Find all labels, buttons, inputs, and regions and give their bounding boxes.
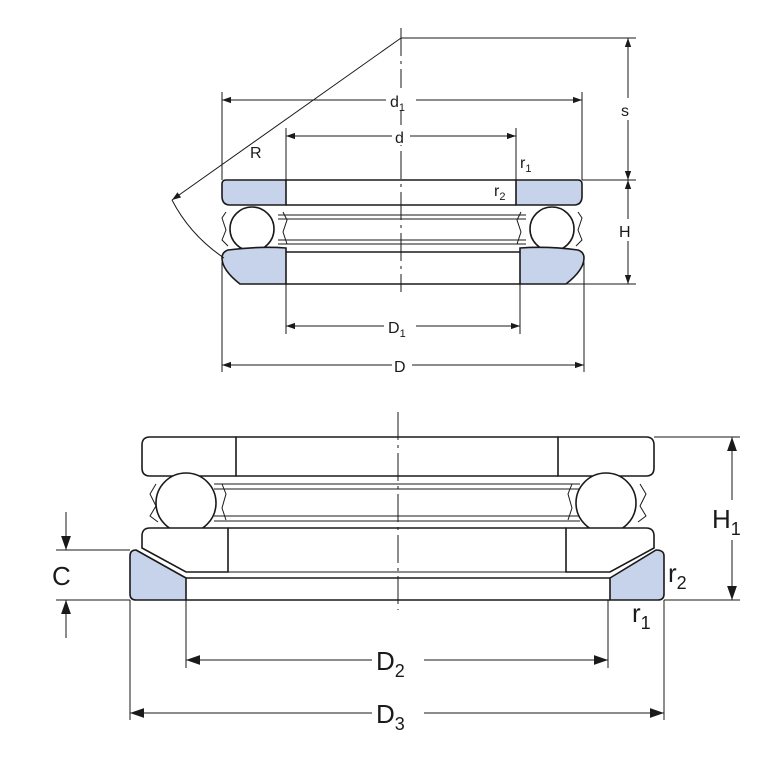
bottom-bearing-view: C H1 r2 r1 D2 D3 bbox=[52, 412, 756, 736]
bottom-ball-right bbox=[575, 472, 637, 534]
label-D: D bbox=[394, 359, 406, 376]
label-s: s bbox=[621, 103, 629, 120]
bottom-housing-washer bbox=[141, 527, 655, 573]
top-shaft-washer bbox=[221, 179, 583, 206]
label-r2-top: r2 bbox=[494, 183, 505, 203]
R-arc bbox=[171, 199, 225, 259]
top-housing-washer bbox=[221, 246, 585, 285]
top-ball-left bbox=[229, 206, 275, 252]
bottom-seating-ring bbox=[129, 549, 665, 601]
label-D3: D3 bbox=[376, 699, 405, 734]
label-r1-bottom: r1 bbox=[632, 598, 651, 633]
label-C: C bbox=[52, 561, 71, 591]
R-radius-line bbox=[171, 37, 402, 201]
bottom-shaft-washer bbox=[141, 436, 655, 477]
label-r2-bottom: r2 bbox=[668, 558, 687, 593]
bottom-ball-left bbox=[155, 472, 217, 534]
top-ball-right bbox=[529, 206, 575, 252]
label-d1: d1 bbox=[390, 94, 405, 114]
top-cage bbox=[221, 211, 583, 247]
label-r1-top: r1 bbox=[520, 155, 531, 175]
label-R: R bbox=[250, 145, 262, 162]
label-D1: D1 bbox=[388, 320, 406, 340]
label-D2: D2 bbox=[376, 646, 405, 681]
bottom-cage bbox=[149, 483, 647, 523]
label-H: H bbox=[619, 224, 631, 241]
label-d: d bbox=[395, 130, 404, 147]
label-H1: H1 bbox=[712, 504, 741, 539]
top-bearing-view: d1 d R r1 r2 s H D1 D bbox=[171, 28, 636, 376]
